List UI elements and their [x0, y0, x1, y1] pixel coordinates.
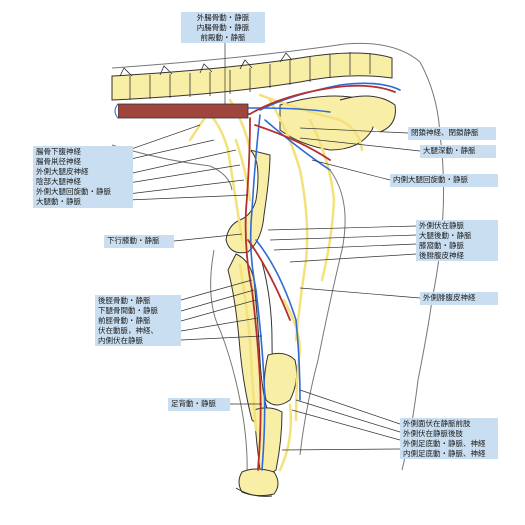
label-line: 内腸骨動・静脈: [196, 23, 250, 32]
label-line: 外側大腿皮神経: [36, 167, 89, 176]
label-descending-genicular: 下行膝動・静脈: [104, 235, 174, 248]
label-line: 下腿骨間動・静脈: [98, 306, 158, 315]
aorta-trunk: [117, 103, 249, 119]
label-right-mid: 外側伏在静脈 大腿後動・静脈 膝窩動・静脈 後腓腹皮神経: [416, 220, 498, 261]
paw-pad: [235, 487, 273, 497]
leg-outline-back: [299, 169, 346, 456]
label-left-upper-nerves: 腸骨下腹神経 腸骨鼡径神経 外側大腿皮神経 陰部大腿神経 外側大腿回旋動・静脈 …: [33, 146, 133, 208]
leader-lines: [99, 42, 421, 451]
label-line: 内側伏在静脈: [98, 336, 143, 345]
label-line: 外側面伏在静脈前肢: [403, 419, 471, 428]
label-line: 後脛骨動・静脈: [98, 296, 151, 305]
label-top-iliac-vessels: 外腸骨動・静脈 内腸骨動・静脈 前殿動・静脈: [181, 12, 265, 43]
trunk-end: [114, 103, 119, 119]
spinal-column: [111, 52, 393, 101]
toes: [238, 468, 279, 497]
label-line: 大腿深動・静脈: [423, 146, 476, 155]
label-line: 内側足底動・静脈、神経: [403, 449, 486, 458]
label-deep-femoral: 大腿深動・静脈: [420, 145, 496, 158]
label-obturator: 閉鎖神経、閉鎖静脈: [408, 127, 496, 140]
label-line: 外側腓腹皮神経: [423, 293, 476, 302]
label-line: 膝窩動・静脈: [419, 241, 464, 250]
label-medial-circumflex: 内側大腿回旋動・静脈: [390, 174, 498, 187]
label-line: 大腿動・静脈: [36, 197, 81, 206]
label-left-lower-vessels: 後脛骨動・静脈 下腿骨間動・静脈 前脛骨動・静脈 伏在動脈，神経、 内側伏在静脈: [95, 295, 181, 346]
label-line: 前殿動・静脈: [200, 33, 246, 42]
ischium: [339, 95, 396, 133]
label-line: 大腿後動・静脈: [419, 231, 472, 240]
label-line: 後腓腹皮神経: [419, 251, 464, 260]
femur: [225, 149, 271, 254]
label-dorsal-pedal: 足背動・静脈: [168, 398, 230, 411]
label-line: 外側大腿回旋動・静脈: [36, 187, 111, 196]
label-line: 腸骨下腹神経: [36, 147, 81, 156]
label-line: 外側伏在静脈: [419, 221, 464, 230]
label-line: 伏在動脈，神経、: [98, 326, 158, 335]
label-line: 閉鎖神経、閉鎖静脈: [411, 128, 479, 137]
nerves: [188, 93, 364, 472]
label-line: 外側伏在静脈後肢: [403, 429, 463, 438]
spinal-processes: [119, 52, 293, 77]
label-lateral-sural: 外側腓腹皮神経: [420, 292, 498, 305]
tarsal-bones: [263, 352, 298, 406]
label-line: 内側大腿回旋動・静脈: [393, 175, 468, 184]
label-right-bottom: 外側面伏在静脈前肢 外側伏在静脈後肢 外側足底動・静脈、神経 内側足底動・静脈、…: [400, 418, 498, 459]
label-line: 外腸骨動・静脈: [196, 13, 250, 22]
label-line: 腸骨鼡径神経: [36, 157, 81, 166]
vertebral-segments: [129, 52, 371, 100]
leg-outline: [210, 249, 248, 491]
label-line: 外側足底動・静脈、神経: [403, 439, 486, 448]
label-line: 下行膝動・静脈: [107, 236, 160, 245]
label-line: 陰部大腿神経: [36, 177, 81, 186]
label-line: 前脛骨動・静脈: [98, 316, 151, 325]
label-line: 足背動・静脈: [171, 399, 216, 408]
abdomen-outline: [111, 144, 233, 191]
